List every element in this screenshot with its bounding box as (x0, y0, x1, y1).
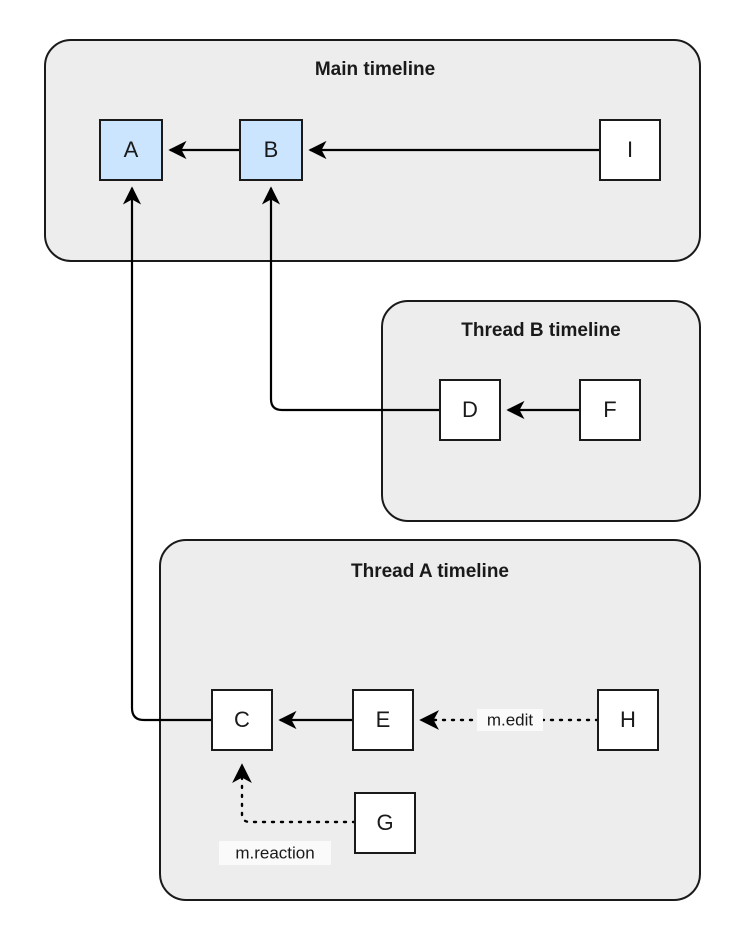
node-e[interactable]: E (352, 689, 414, 751)
edge-g-to-c-line (232, 763, 357, 824)
node-d[interactable]: D (439, 379, 501, 441)
node-d-shape (439, 379, 501, 441)
container-thread-a-timeline-title: Thread A timeline (351, 561, 509, 582)
edge-label-layer: m.edit m.reaction (219, 709, 543, 865)
edge-label-m-reaction-background (219, 841, 331, 865)
node-f[interactable]: F (579, 379, 641, 441)
edge-label-m-edit-background (477, 709, 543, 731)
container-main-timeline-title: Main timeline (315, 59, 435, 80)
node-h-shape (597, 689, 659, 751)
node-d-label: D (462, 397, 478, 422)
node-f-label: F (603, 397, 616, 422)
node-b-label: B (264, 137, 279, 162)
edge-d-to-b[interactable] (261, 186, 440, 412)
node-a-label: A (124, 137, 139, 162)
node-g-shape (354, 792, 416, 854)
edge-g-to-c[interactable] (232, 763, 357, 824)
node-c[interactable]: C (211, 689, 273, 751)
node-c-label: C (234, 707, 250, 732)
node-i-shape (599, 119, 661, 181)
edge-label-m-edit-text: m.edit (487, 710, 534, 729)
node-e-shape (352, 689, 414, 751)
edge-c-to-a-line (122, 186, 212, 722)
edge-d-to-b-line (261, 186, 440, 412)
edge-label-m-edit: m.edit (477, 709, 543, 731)
edge-label-m-reaction-text: m.reaction (235, 843, 314, 862)
node-h[interactable]: H (597, 689, 659, 751)
node-g-label: G (376, 810, 393, 835)
node-f-shape (579, 379, 641, 441)
edge-layer (122, 140, 600, 824)
node-i-label: I (627, 137, 633, 162)
edge-c-to-a[interactable] (122, 186, 212, 722)
node-c-shape (211, 689, 273, 751)
node-a[interactable]: A (99, 119, 163, 181)
node-a-shape (99, 119, 163, 181)
node-b-shape (239, 119, 303, 181)
node-h-label: H (620, 707, 636, 732)
node-b[interactable]: B (239, 119, 303, 181)
node-e-label: E (376, 707, 391, 732)
node-g[interactable]: G (354, 792, 416, 854)
node-i[interactable]: I (599, 119, 661, 181)
edge-label-m-reaction: m.reaction (219, 841, 331, 865)
container-thread-b-timeline-title: Thread B timeline (461, 320, 620, 341)
